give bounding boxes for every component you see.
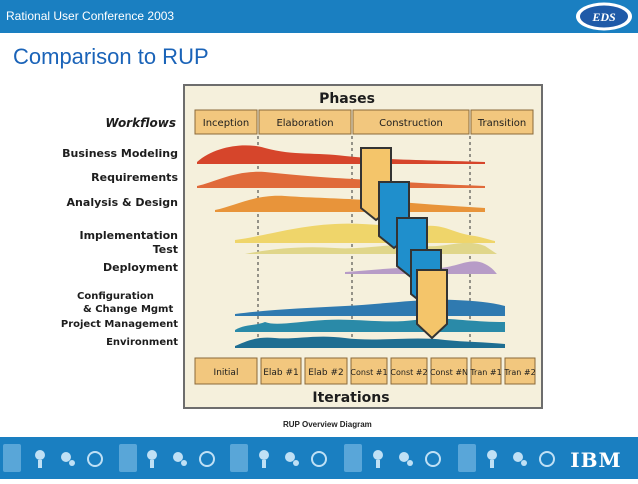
target-icon — [312, 452, 326, 466]
footer-bar: IBM — [0, 437, 638, 479]
workflows-heading: Workflows — [80, 116, 176, 130]
workflow-label: Analysis & Design — [50, 196, 178, 209]
target-icon — [426, 452, 440, 466]
lightbulb-icon — [35, 450, 45, 460]
phase-label: Construction — [379, 118, 443, 129]
workflow-curve-project-management — [235, 319, 505, 332]
workflow-curve-configuration — [235, 300, 505, 316]
iteration-label: Const #2 — [390, 368, 427, 377]
workflow-curve-test — [245, 243, 497, 254]
lightbulb-base-icon — [490, 460, 494, 468]
lightbulb-base-icon — [38, 460, 42, 468]
gear-icon — [293, 460, 299, 466]
workflow-curve-requirements — [197, 172, 485, 188]
phase-label: Elaboration — [276, 118, 333, 129]
iteration-label: Elab #1 — [263, 368, 299, 378]
gear-icon — [513, 452, 523, 462]
lightbulb-icon — [373, 450, 383, 460]
gear-icon — [173, 452, 183, 462]
footer-tile-icon — [344, 444, 362, 472]
workflow-curve-analysis-design — [215, 196, 485, 212]
workflow-label: Project Management — [50, 319, 178, 330]
lightbulb-icon — [259, 450, 269, 460]
rup-overview-diagram: Phases Inception Elaboration Constructio… — [183, 84, 543, 409]
iteration-label: Elab #2 — [308, 368, 344, 378]
conference-title: Rational User Conference 2003 — [6, 9, 174, 23]
footer-tile-icon — [3, 444, 21, 472]
target-icon — [88, 452, 102, 466]
workflow-label: Business Modeling — [50, 147, 178, 160]
ibm-logo: IBM — [570, 448, 621, 472]
workflow-curve-business-modeling — [197, 145, 485, 164]
workflow-curve-environment — [235, 337, 505, 348]
workflow-label: Deployment — [50, 261, 178, 274]
iteration-label: Const #N — [430, 368, 468, 377]
footer-decorations: IBM — [0, 437, 638, 479]
lightbulb-base-icon — [262, 460, 266, 468]
workflow-label: Implementation — [50, 229, 178, 242]
chevron-arrow-icon — [417, 270, 447, 338]
gear-icon — [521, 460, 527, 466]
target-icon — [200, 452, 214, 466]
footer-tile-icon — [230, 444, 248, 472]
gear-icon — [61, 452, 71, 462]
iteration-label: Tran #1 — [469, 368, 501, 377]
lightbulb-base-icon — [150, 460, 154, 468]
workflow-label: Environment — [50, 337, 178, 348]
phases-title: Phases — [319, 91, 375, 107]
workflow-label: Requirements — [50, 171, 178, 184]
gear-icon — [285, 452, 295, 462]
gear-icon — [399, 452, 409, 462]
gear-icon — [69, 460, 75, 466]
lightbulb-icon — [147, 450, 157, 460]
header-bar: Rational User Conference 2003 EDS — [0, 0, 638, 33]
workflow-label: Test — [50, 243, 178, 256]
rup-diagram-svg: Phases Inception Elaboration Constructio… — [185, 86, 541, 407]
eds-logo-icon: EDS — [574, 1, 634, 32]
footer-tile-icon — [119, 444, 137, 472]
lightbulb-base-icon — [376, 460, 380, 468]
footer-tile-icon — [458, 444, 476, 472]
iteration-label: Const #1 — [350, 368, 387, 377]
lightbulb-icon — [487, 450, 497, 460]
iteration-label: Tran #2 — [503, 368, 535, 377]
workflow-label: & Change Mgmt — [77, 304, 183, 315]
eds-logo-text: EDS — [591, 10, 616, 24]
phase-label: Inception — [203, 118, 249, 129]
workflow-label: Configuration — [77, 291, 157, 302]
gear-icon — [407, 460, 413, 466]
diagram-caption: RUP Overview Diagram — [283, 420, 372, 429]
iterations-title: Iterations — [312, 390, 389, 406]
phase-label: Transition — [477, 118, 526, 129]
target-icon — [540, 452, 554, 466]
slide-title: Comparison to RUP — [13, 44, 209, 70]
gear-icon — [181, 460, 187, 466]
workflow-curve-implementation — [235, 224, 495, 243]
iteration-label: Initial — [214, 368, 239, 378]
